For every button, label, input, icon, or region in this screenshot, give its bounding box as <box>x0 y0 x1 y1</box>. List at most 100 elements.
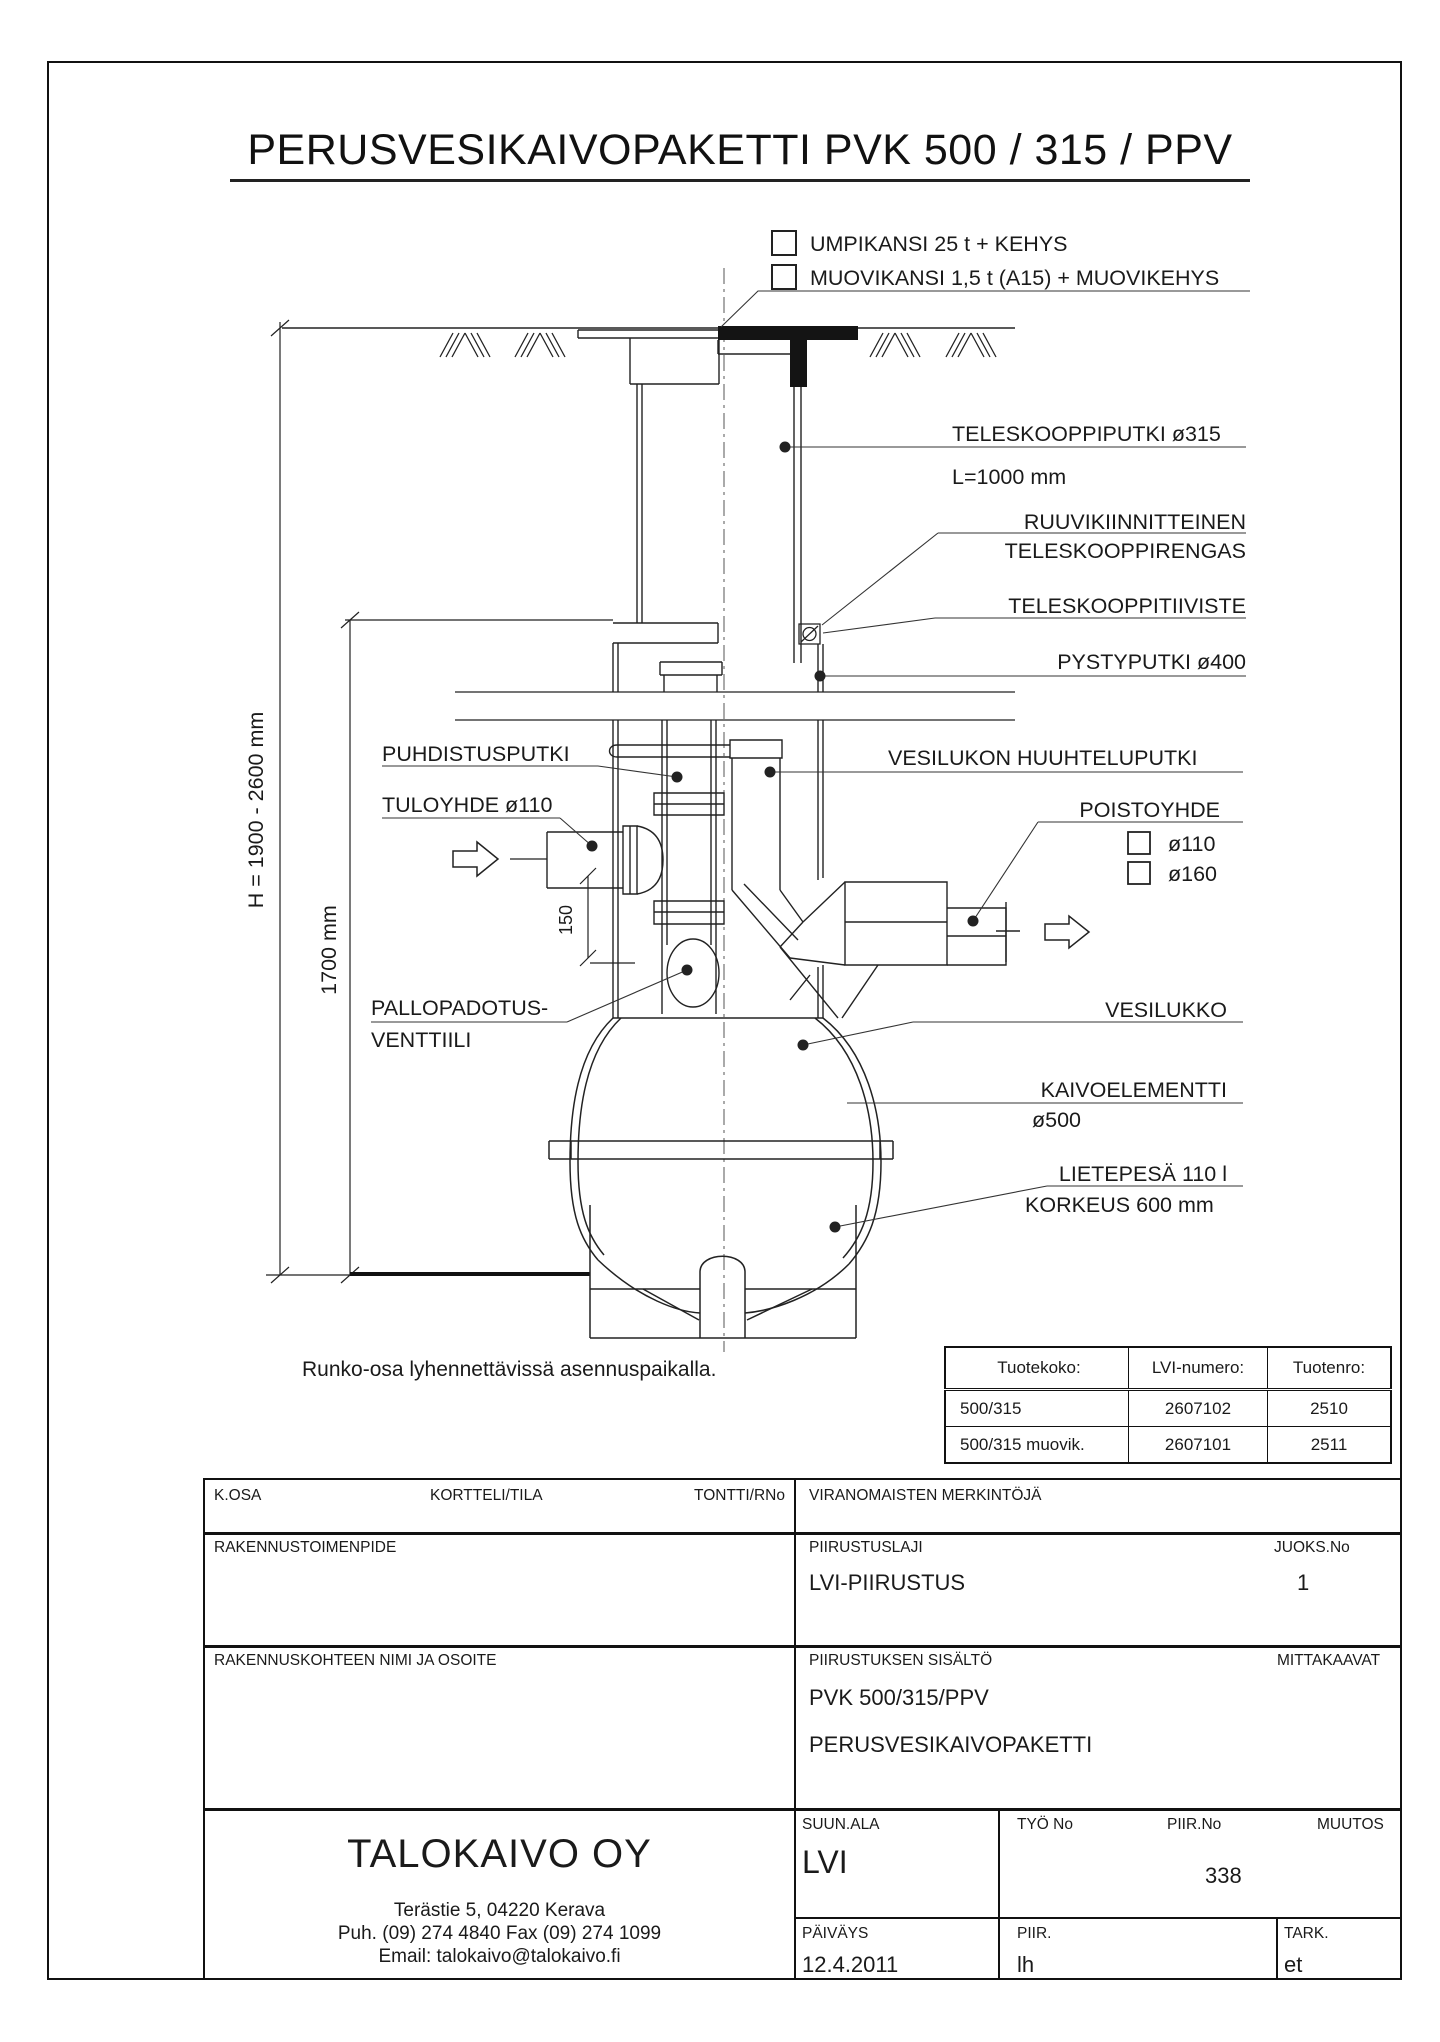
col-header-tuotekoko: Tuotekoko: <box>944 1346 1129 1391</box>
tb-value-tark: et <box>1284 1952 1303 1977</box>
tb-label-tark: TARK. <box>1284 1925 1329 1942</box>
tb-label-muutos: MUUTOS <box>1317 1816 1384 1833</box>
title-block: K.OSA KORTTELI/TILA TONTTI/RNo VIRANOMAI… <box>203 1478 1402 1980</box>
col-header-tuotenro: Tuotenro: <box>1267 1346 1392 1391</box>
company-name: TALOKAIVO OY <box>347 1832 652 1876</box>
checkbox-muovikansi <box>771 264 797 290</box>
tb-label-tontti: TONTTI/RNo <box>694 1487 785 1504</box>
label-tuloyhde: TULOYHDE ø110 <box>382 793 552 817</box>
dimension-inlet-offset: 150 <box>556 905 576 935</box>
tb-label-viranomaisten: VIRANOMAISTEN MERKINTÖJÄ <box>809 1487 1042 1504</box>
page-title-text: PERUSVESIKAIVOPAKETTI PVK 500 / 315 / PP… <box>247 126 1233 174</box>
leader-lines <box>371 446 1246 1228</box>
water-trap-duct <box>731 881 879 1019</box>
tb-col-line-suunala <box>998 1808 1000 1978</box>
dimension-body-height: 1700 mm <box>317 905 341 995</box>
tb-row-line-3 <box>205 1808 1400 1811</box>
tb-label-piirno: PIIR.No <box>1167 1816 1222 1833</box>
flush-pipe <box>729 739 783 890</box>
label-teleskooppiputki: TELESKOOPPIPUTKI ø315 <box>952 422 1221 446</box>
telescope-assembly <box>577 329 824 692</box>
tb-label-juoksno: JUOKS.No <box>1274 1539 1350 1556</box>
installation-note: Runko-osa lyhennettävissä asennuspaikall… <box>302 1358 717 1381</box>
label-huuhteluputki: VESILUKON HUUHTELUPUTKI <box>888 746 1197 770</box>
table-row: 500/315 2607102 2510 <box>944 1389 1392 1427</box>
dimension-lines <box>266 319 635 1284</box>
label-rengas-1: RUUVIKIINNITTEINEN <box>1024 510 1246 534</box>
inlet-pipe <box>546 825 664 895</box>
table-row: 500/315 muovik. 2607101 2511 <box>944 1426 1392 1464</box>
page-title: PERUSVESIKAIVOPAKETTI PVK 500 / 315 / PP… <box>230 126 1250 182</box>
label-teleskooppiputki-length: L=1000 mm <box>952 465 1066 489</box>
cell-lvi-2: 2607101 <box>1128 1426 1268 1464</box>
label-lietepesa: LIETEPESÄ 110 l <box>1059 1162 1227 1186</box>
label-poisto-110: ø110 <box>1168 832 1215 856</box>
dimension-height-range: H = 1900 - 2600 mm <box>244 712 268 909</box>
company-address: Terästie 5, 04220 Kerava <box>393 1900 606 1921</box>
tb-value-piirustuslaji: LVI-PIIRUSTUS <box>809 1570 966 1595</box>
riser-pipe <box>612 720 824 1018</box>
label-pystyputki: PYSTYPUTKI ø400 <box>1057 650 1246 674</box>
label-poisto-160: ø160 <box>1168 862 1217 886</box>
tb-label-mittakaavat: MITTAKAAVAT <box>1277 1652 1381 1669</box>
tb-value-juoksno: 1 <box>1297 1570 1310 1595</box>
telescope-seal <box>798 623 821 645</box>
tb-label-piirustuslaji: PIIRUSTUSLAJI <box>809 1539 923 1556</box>
tb-col-line-main <box>794 1480 796 1978</box>
label-pallopadotus-2: VENTTIILI <box>371 1028 471 1052</box>
label-puhdistusputki: PUHDISTUSPUTKI <box>382 742 570 766</box>
manhole-cover <box>718 326 858 387</box>
checkbox-umpikansi <box>771 230 797 256</box>
tb-row-line-1 <box>205 1532 1400 1535</box>
tb-label-suunala: SUUN.ALA <box>802 1816 880 1833</box>
cover-options: UMPIKANSI 25 t + KEHYS MUOVIKANSI 1,5 t … <box>720 230 1250 328</box>
tb-value-sisalto-2: PERUSVESIKAIVOPAKETTI <box>809 1732 1093 1757</box>
cover-option-1-label: UMPIKANSI 25 t + KEHYS <box>810 232 1068 256</box>
outlet-pipe <box>844 881 1020 966</box>
leader-dots <box>586 441 979 1233</box>
product-table: Tuotekoko: LVI-numero: Tuotenro: 500/315… <box>944 1346 1392 1464</box>
tb-label-rakennustoimenpide: RAKENNUSTOIMENPIDE <box>214 1539 397 1556</box>
label-korkeus: KORKEUS 600 mm <box>1025 1193 1214 1217</box>
tb-label-kortteli: KORTTELI/TILA <box>430 1487 543 1504</box>
label-tiiviste: TELESKOOPPITIIVISTE <box>1008 594 1246 618</box>
label-pallopadotus-1: PALLOPADOTUS- <box>371 996 548 1020</box>
tb-label-rakennuskohteen: RAKENNUSKOHTEEN NIMI JA OSOITE <box>214 1652 497 1669</box>
cell-tuotenro-1: 2510 <box>1267 1389 1392 1427</box>
tb-label-kosa: K.OSA <box>214 1487 262 1504</box>
company-email: Email: talokaivo@talokaivo.fi <box>378 1946 621 1967</box>
tb-label-tyono: TYÖ No <box>1017 1816 1073 1833</box>
outlet-flow-arrow-icon <box>1044 914 1091 950</box>
label-rengas-2: TELESKOOPPIRENGAS <box>1005 539 1246 563</box>
tb-row-line-2 <box>205 1645 1400 1648</box>
cover-option-2-label: MUOVIKANSI 1,5 t (A15) + MUOVIKEHYS <box>810 266 1219 290</box>
tb-col-line-tark <box>1276 1917 1278 1978</box>
title-underline <box>230 179 1250 182</box>
checkbox-poisto-110 <box>1127 831 1151 855</box>
label-vesilukko: VESILUKKO <box>1105 998 1227 1022</box>
tb-value-sisalto-1: PVK 500/315/PPV <box>809 1685 989 1710</box>
tb-label-paivays: PÄIVÄYS <box>802 1925 869 1942</box>
product-table-header-row: Tuotekoko: LVI-numero: Tuotenro: <box>944 1346 1392 1391</box>
break-lines <box>455 691 1015 721</box>
label-poistoyhde: POISTOYHDE <box>1079 798 1220 822</box>
tb-label-sisalto: PIIRUSTUKSEN SISÄLTÖ <box>809 1652 993 1669</box>
ball-backflow-valve <box>661 938 720 1014</box>
cell-size-2: 500/315 muovik. <box>944 1426 1129 1464</box>
tb-label-piir: PIIR. <box>1017 1925 1052 1942</box>
tb-value-paivays: 12.4.2011 <box>802 1952 899 1977</box>
company-phone: Puh. (09) 274 4840 Fax (09) 274 1099 <box>337 1923 662 1944</box>
tb-value-piir: lh <box>1017 1952 1035 1977</box>
tb-row-line-4 <box>794 1917 1400 1919</box>
checkbox-poisto-160 <box>1127 861 1151 885</box>
cell-tuotenro-2: 2511 <box>1267 1426 1392 1464</box>
cleaning-pipe <box>608 720 730 945</box>
cell-size-1: 500/315 <box>944 1389 1129 1427</box>
tb-value-suunala: LVI <box>802 1844 848 1880</box>
label-kaivoelementti: KAIVOELEMENTTI <box>1041 1078 1227 1102</box>
col-header-lvi-numero: LVI-numero: <box>1128 1346 1268 1391</box>
soil-hatch-marks <box>439 332 997 358</box>
cell-lvi-1: 2607102 <box>1128 1389 1268 1427</box>
